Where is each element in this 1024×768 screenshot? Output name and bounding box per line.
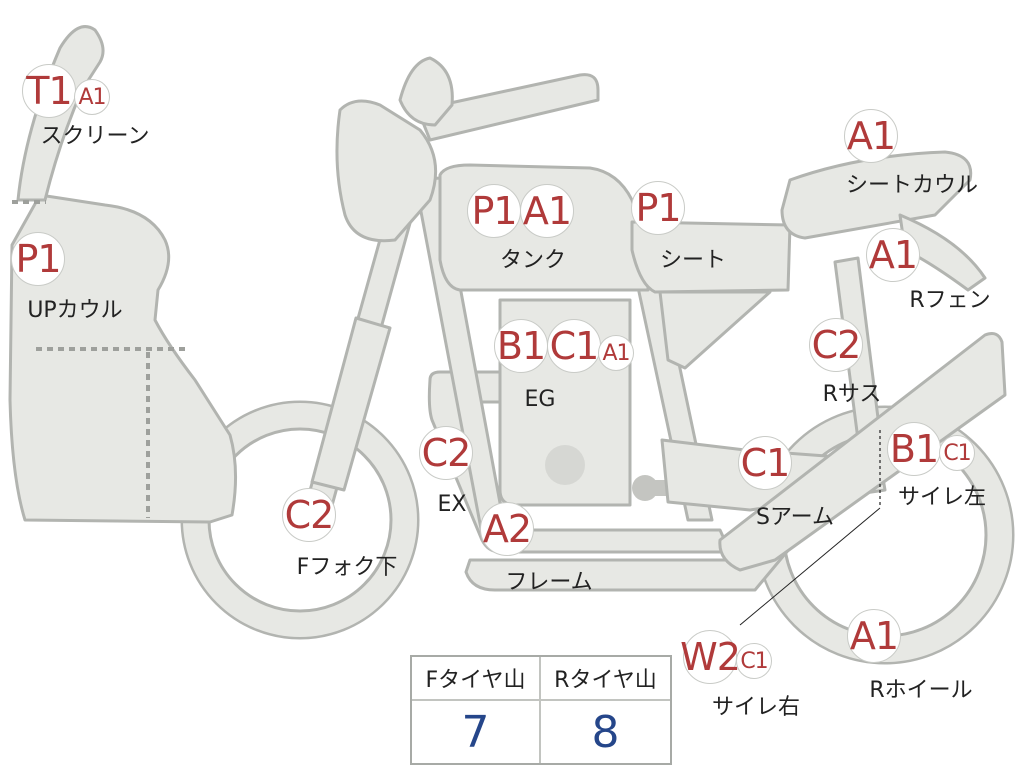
label-seat: シート [659, 248, 727, 273]
marker-ffork-c2: C2 [282, 488, 336, 542]
marker-tank-p1: P1 [467, 184, 521, 238]
label-ex: EX [437, 492, 467, 517]
front-tire-value: 7 [412, 701, 541, 763]
label-seatcowl: シートカウル [845, 173, 979, 198]
label-tank: タンク [499, 248, 567, 273]
marker-sileft-b1: B1 [887, 422, 941, 476]
marker-rwheel-a1: A1 [847, 609, 901, 663]
label-sarm: Sアーム [756, 505, 834, 530]
label-screen: スクリーン [40, 124, 150, 149]
headlight [335, 99, 438, 243]
marker-sileft-c1: C1 [939, 435, 975, 471]
marker-ex-c2: C2 [419, 426, 473, 480]
silencer [718, 332, 1007, 572]
label-rsus: Rサス [822, 382, 882, 407]
label-rwheel: Rホイール [869, 678, 973, 703]
marker-screen-t1: T1 [22, 64, 76, 118]
marker-siright-c1: C1 [736, 643, 772, 679]
marker-eg-c1: C1 [547, 319, 601, 373]
engine-cover [545, 445, 585, 485]
marker-seatcowl-a1: A1 [844, 109, 898, 163]
marker-eg-b1: B1 [494, 319, 548, 373]
marker-tank-a1: A1 [520, 184, 574, 238]
upper-cowl [8, 193, 238, 524]
rear-tire-value: 8 [591, 706, 620, 758]
front-fork-lower [310, 316, 392, 492]
handlebar-top [398, 56, 454, 127]
leader-line [739, 507, 881, 626]
rear-tire-header: Rタイヤ山 [541, 657, 670, 701]
label-sileft: サイレ左 [897, 485, 987, 510]
side-cover [658, 290, 772, 370]
marker-screen-a1: A1 [74, 79, 110, 115]
label-rfender: Rフェン [909, 288, 991, 313]
frame-top-tube [416, 73, 600, 142]
marker-eg-a1: A1 [598, 335, 634, 371]
seat-cowl [780, 150, 973, 240]
marker-frame-a2: A2 [480, 502, 534, 556]
label-eg: EG [524, 387, 556, 412]
label-upcowl: UPカウル [27, 298, 123, 323]
tire-tread-table: Fタイヤ山 Rタイヤ山 7 8 [410, 655, 672, 765]
marker-seat-p1: P1 [631, 181, 685, 235]
label-siright: サイレ右 [711, 695, 801, 720]
front-tire-header: Fタイヤ山 [412, 657, 541, 701]
marker-sarm-c1: C1 [738, 436, 792, 490]
marker-rsus-c2: C2 [809, 318, 863, 372]
label-frame: フレーム [505, 570, 593, 595]
marker-upcowl-p1: P1 [11, 232, 65, 286]
marker-rfender-a1: A1 [866, 228, 920, 282]
label-ffork: Fフォク下 [296, 555, 398, 580]
marker-siright-w2: W2 [680, 630, 741, 684]
